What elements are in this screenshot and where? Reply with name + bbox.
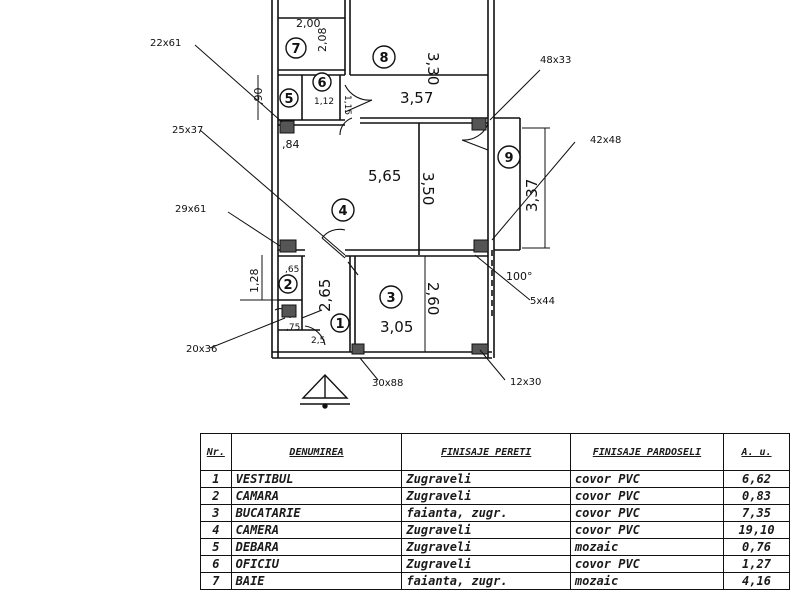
table-cell-name: DEBARA (230, 538, 403, 556)
table-cell-area: 4,16 (723, 572, 790, 590)
table-cell-nr: 2 (200, 487, 232, 505)
leader-lines (194, 44, 576, 381)
table-cell-walls: Zugraveli (401, 538, 571, 556)
dim-305: 3,05 (380, 318, 413, 336)
table-cell-name: BUCATARIE (230, 504, 403, 522)
walls (271, 0, 521, 359)
table-cell-walls: Zugraveli (401, 487, 571, 505)
col-header-floors: FINISAJE PARDOSELI (569, 433, 725, 471)
section-25x37: 25x37 (172, 125, 203, 136)
table-cell-area: 0,76 (723, 538, 790, 556)
table-cell-nr: 5 (200, 538, 232, 556)
room-number-2: 2 (283, 278, 292, 293)
table-header-row: Nr. DENUMIREA FINISAJE PERETI FINISAJE P… (200, 433, 790, 471)
north-arrow-icon (300, 373, 350, 409)
section-42x48: 42x48 (590, 135, 621, 146)
table-cell-name: BAIE (230, 572, 403, 590)
table-cell-floors: covor PVC (569, 487, 725, 505)
section-20x36: 20x36 (186, 344, 217, 355)
dim-115: 1,15 (342, 95, 352, 115)
room-number-6: 6 (317, 76, 326, 91)
table-cell-name: CAMARA (230, 487, 403, 505)
dim-208: 2,08 (316, 28, 329, 53)
columns (279, 117, 489, 355)
dim-200: 2,00 (296, 17, 321, 30)
dim-565: 5,65 (368, 167, 401, 185)
table-cell-nr: 7 (200, 572, 232, 590)
section-labels: 22x61 25x37 29x61 20x36 30x88 12x30 5x44… (150, 38, 621, 389)
table-cell-area: 6,62 (723, 470, 790, 488)
col-header-walls: FINISAJE PERETI (401, 433, 571, 471)
dim-260: 2,60 (424, 282, 442, 315)
table-cell-floors: covor PVC (569, 504, 725, 522)
dim-265: 2,65 (316, 279, 334, 312)
col-header-nr: Nr. (200, 433, 232, 471)
table-cell-walls: Zugraveli (401, 555, 571, 573)
table-cell-nr: 6 (200, 555, 232, 573)
table-cell-name: OFICIU (230, 555, 403, 573)
table-cell-walls: Zugraveli (401, 470, 571, 488)
dimension-labels: 2,00 2,08 3,30 3,57 1,12 1,15 ,90 ,84 5,… (248, 17, 541, 346)
section-22x61: 22x61 (150, 38, 181, 49)
room-number-4: 4 (338, 204, 347, 219)
table-cell-floors: covor PVC (569, 470, 725, 488)
table-cell-name: CAMERA (230, 521, 403, 539)
section-30x88: 30x88 (372, 378, 403, 389)
room-number-8: 8 (379, 51, 388, 66)
dim-084: ,84 (282, 138, 300, 151)
col-header-area: A. u. (723, 433, 790, 471)
section-5x44: 5x44 (530, 296, 555, 307)
dim-075: ,75 (286, 323, 300, 333)
dim-100: 100° (506, 270, 533, 283)
table-cell-area: 19,10 (723, 521, 790, 539)
dim-25: 2,5 (311, 336, 325, 346)
dim-090: ,90 (252, 88, 265, 106)
table-cell-area: 1,27 (723, 555, 790, 573)
table-cell-area: 0,83 (723, 487, 790, 505)
table-cell-name: VESTIBUL (230, 470, 403, 488)
floor-plan-drawing: 7 8 5 6 4 9 3 2 1 2,00 2,08 3,30 3,57 1,… (150, 0, 621, 409)
section-29x61: 29x61 (175, 204, 206, 215)
table-cell-area: 7,35 (723, 504, 790, 522)
table-cell-walls: faianta, zugr. (401, 504, 571, 522)
table-cell-walls: Zugraveli (401, 521, 571, 539)
section-48x33: 48x33 (540, 55, 571, 66)
door-swings (274, 84, 489, 346)
dim-337: 3,37 (523, 179, 541, 212)
room-schedule-table: Nr. DENUMIREA FINISAJE PERETI FINISAJE P… (200, 433, 790, 590)
room-numbers: 7 8 5 6 4 9 3 2 1 (283, 42, 513, 332)
room-number-5: 5 (284, 92, 293, 107)
table-cell-nr: 4 (200, 521, 232, 539)
dim-357: 3,57 (400, 89, 433, 107)
dim-350: 3,50 (419, 172, 437, 205)
table-cell-nr: 1 (200, 470, 232, 488)
table-cell-nr: 3 (200, 504, 232, 522)
dim-112: 1,12 (314, 97, 334, 107)
room-number-9: 9 (504, 151, 513, 166)
table-cell-floors: mozaic (569, 572, 725, 590)
dim-128: 1,28 (248, 269, 261, 294)
room-circles (278, 37, 521, 333)
table-cell-floors: mozaic (569, 538, 725, 556)
table-cell-walls: faianta, zugr. (401, 572, 571, 590)
room-number-3: 3 (386, 291, 395, 306)
dim-065: ,65 (285, 265, 299, 275)
table-cell-floors: covor PVC (569, 521, 725, 539)
room-number-1: 1 (335, 317, 344, 332)
table-cell-floors: covor PVC (569, 555, 725, 573)
col-header-name: DENUMIREA (230, 433, 403, 471)
room-number-7: 7 (291, 42, 300, 57)
dim-330: 3,30 (424, 52, 442, 85)
section-12x30: 12x30 (510, 377, 541, 388)
